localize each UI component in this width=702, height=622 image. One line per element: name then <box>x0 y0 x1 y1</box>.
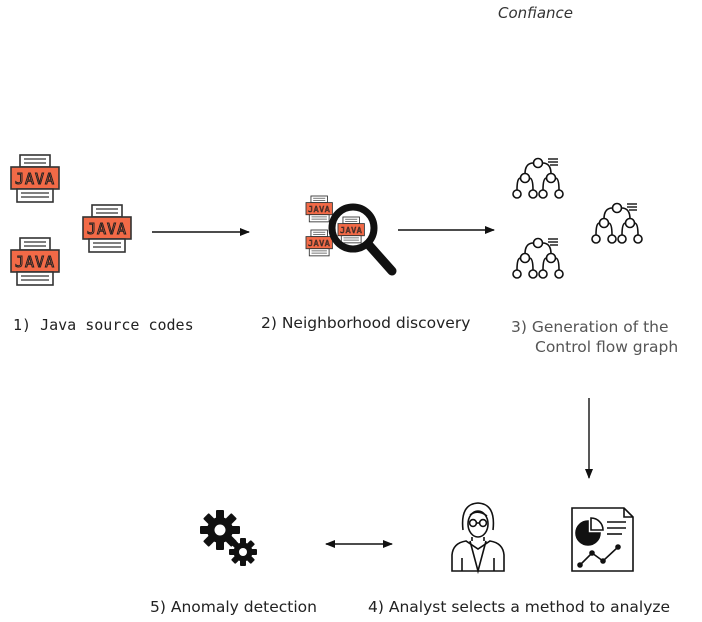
gears-icon <box>200 510 257 566</box>
java-file-icon <box>305 195 333 223</box>
step-4-label: 4) Analyst selects a method to analyze <box>368 598 671 616</box>
analyst-icon <box>451 502 505 575</box>
java-file-icon <box>305 229 333 257</box>
tree-graph-icon <box>512 237 564 279</box>
step-2-label: 2) Neighborhood discovery <box>261 314 471 332</box>
step-3-label-line2: Control flow graph <box>535 338 679 356</box>
tree-graph-icon <box>591 202 643 244</box>
java-file-icon <box>10 237 60 286</box>
java-file-icon <box>337 216 365 244</box>
step-1-label: 1) Java source codes <box>13 316 194 334</box>
java-file-icon <box>10 154 60 203</box>
header-note: Confiance <box>498 4 574 22</box>
step-3-label-line1: 3) Generation of the <box>511 318 669 336</box>
report-icon <box>571 507 634 572</box>
magnifier-icon <box>328 203 397 276</box>
java-file-icon <box>82 204 132 253</box>
tree-graph-icon <box>512 157 564 199</box>
step-5-label: 5) Anomaly detection <box>150 598 317 616</box>
